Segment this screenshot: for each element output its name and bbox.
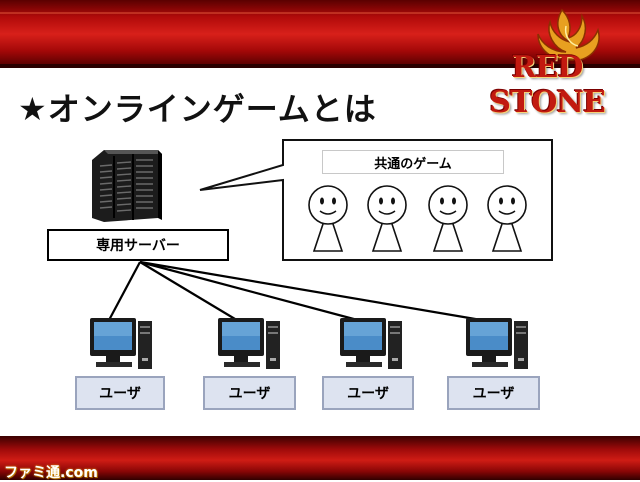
user-label: ユーザ [203,376,296,410]
computer-icon [466,318,528,369]
user-label: ユーザ [322,376,414,410]
connection-line [139,261,241,323]
server-icon [92,150,162,222]
computer-icon [90,318,152,369]
server-label: 専用サーバー [47,229,229,261]
player-figure [308,185,348,252]
top-banner [0,0,640,68]
player-figure [487,185,527,252]
player-figure [428,185,468,252]
slide-title: ★オンラインゲームとは [18,90,377,128]
user-label: ユーザ [75,376,165,410]
logo-text: RED STONE [489,50,605,120]
connection-line [139,260,366,324]
bottom-banner [0,436,640,480]
connection-line [107,261,141,323]
game-logo: RED STONE [462,6,632,120]
computer-icon [340,318,402,369]
site-watermark: ファミ通.com [4,465,98,481]
player-figure [367,185,407,252]
network-connections [107,260,494,324]
shared-game-label: 共通のゲーム [322,150,504,174]
phoenix-emblem-icon [537,8,600,61]
connection-line [139,260,494,324]
user-label: ユーザ [447,376,540,410]
computer-icon [218,318,280,369]
banner-stripe [0,12,640,14]
